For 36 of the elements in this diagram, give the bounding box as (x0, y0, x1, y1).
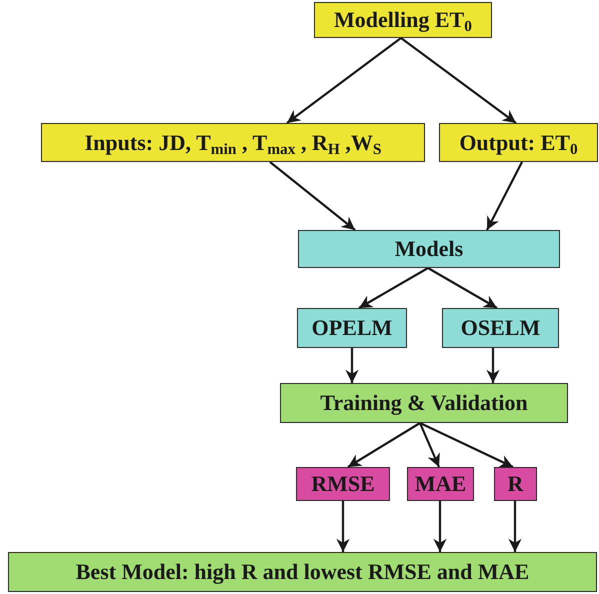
arrow (347, 422, 421, 468)
box-label: MAE (414, 471, 466, 497)
box-label: R (508, 471, 524, 497)
arrow (508, 501, 522, 552)
process-box (494, 467, 537, 501)
process-box (442, 308, 559, 348)
arrow (345, 348, 359, 383)
box-label: Best Model: high R and lowest RMSE and MAE (76, 559, 530, 585)
arrow (486, 348, 500, 383)
process-box (314, 2, 492, 38)
arrow (400, 37, 517, 124)
arrow (269, 161, 356, 231)
box-label: OPELM (312, 315, 392, 341)
box-label: Modelling ET$_{0}$ (334, 7, 472, 33)
process-box (296, 467, 390, 501)
arrow (286, 37, 402, 124)
process-box (280, 383, 568, 423)
arrow (420, 422, 514, 468)
box-label: RMSE (311, 471, 375, 497)
process-box (8, 552, 597, 592)
box-label: Models (394, 236, 464, 262)
arrow (433, 501, 447, 552)
arrow (427, 267, 498, 309)
box-label: OSELM (460, 315, 540, 341)
process-box (298, 230, 560, 268)
arrow (419, 422, 440, 468)
arrow (336, 501, 350, 552)
process-box (407, 467, 474, 501)
process-box (297, 308, 407, 348)
box-label: Inputs: JD, T$_{min}$ , T$_{max}$ , R$_{H}$ ,W$_{S}$ (84, 130, 382, 156)
arrow (358, 267, 429, 309)
box-label: Output: ET$_{0}$ (459, 130, 578, 156)
process-box (439, 123, 598, 162)
process-box (41, 123, 425, 162)
box-label: Training & Validation (320, 390, 528, 416)
arrow (486, 162, 523, 230)
